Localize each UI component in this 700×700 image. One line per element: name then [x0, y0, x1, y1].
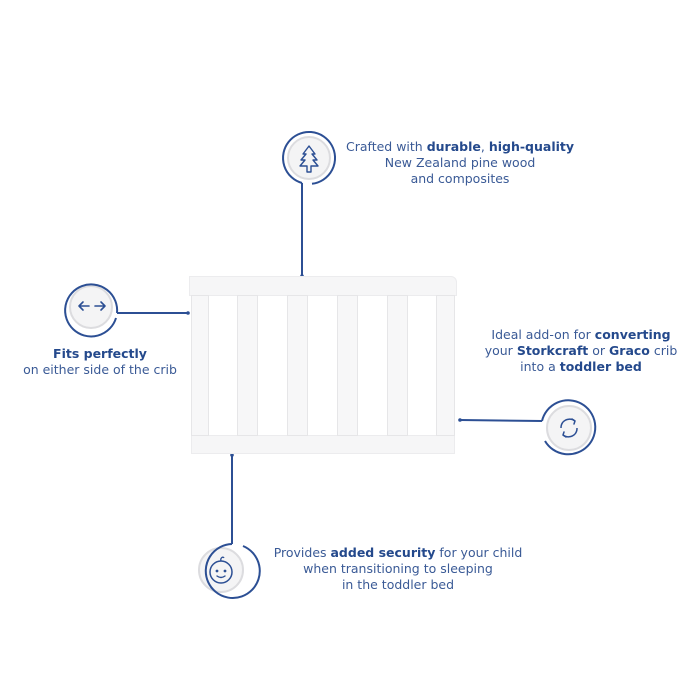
feature-convert-text: Ideal add-on for converting your Storkcr…	[484, 327, 678, 374]
baby-face-icon	[209, 556, 233, 584]
convert-callout	[458, 399, 597, 456]
refresh-icon	[560, 418, 578, 438]
tree-icon	[299, 145, 319, 173]
left-post	[191, 295, 209, 436]
feature-material-text: Crafted with durable, high-quality New Z…	[345, 139, 575, 186]
bottom-rail	[191, 435, 455, 454]
slat	[287, 295, 308, 436]
slat	[337, 295, 358, 436]
feature-fit-text: Fits perfectly on either side of the cri…	[23, 346, 177, 377]
security-callout	[198, 453, 261, 599]
toddler-rail-image	[189, 276, 457, 454]
double-arrow-icon	[78, 301, 106, 311]
top-rail	[189, 276, 457, 296]
slat	[237, 295, 258, 436]
fit-callout	[64, 283, 190, 338]
right-post	[436, 295, 455, 436]
slat	[387, 295, 408, 436]
feature-security-text: Provides added security for your child w…	[273, 545, 523, 592]
